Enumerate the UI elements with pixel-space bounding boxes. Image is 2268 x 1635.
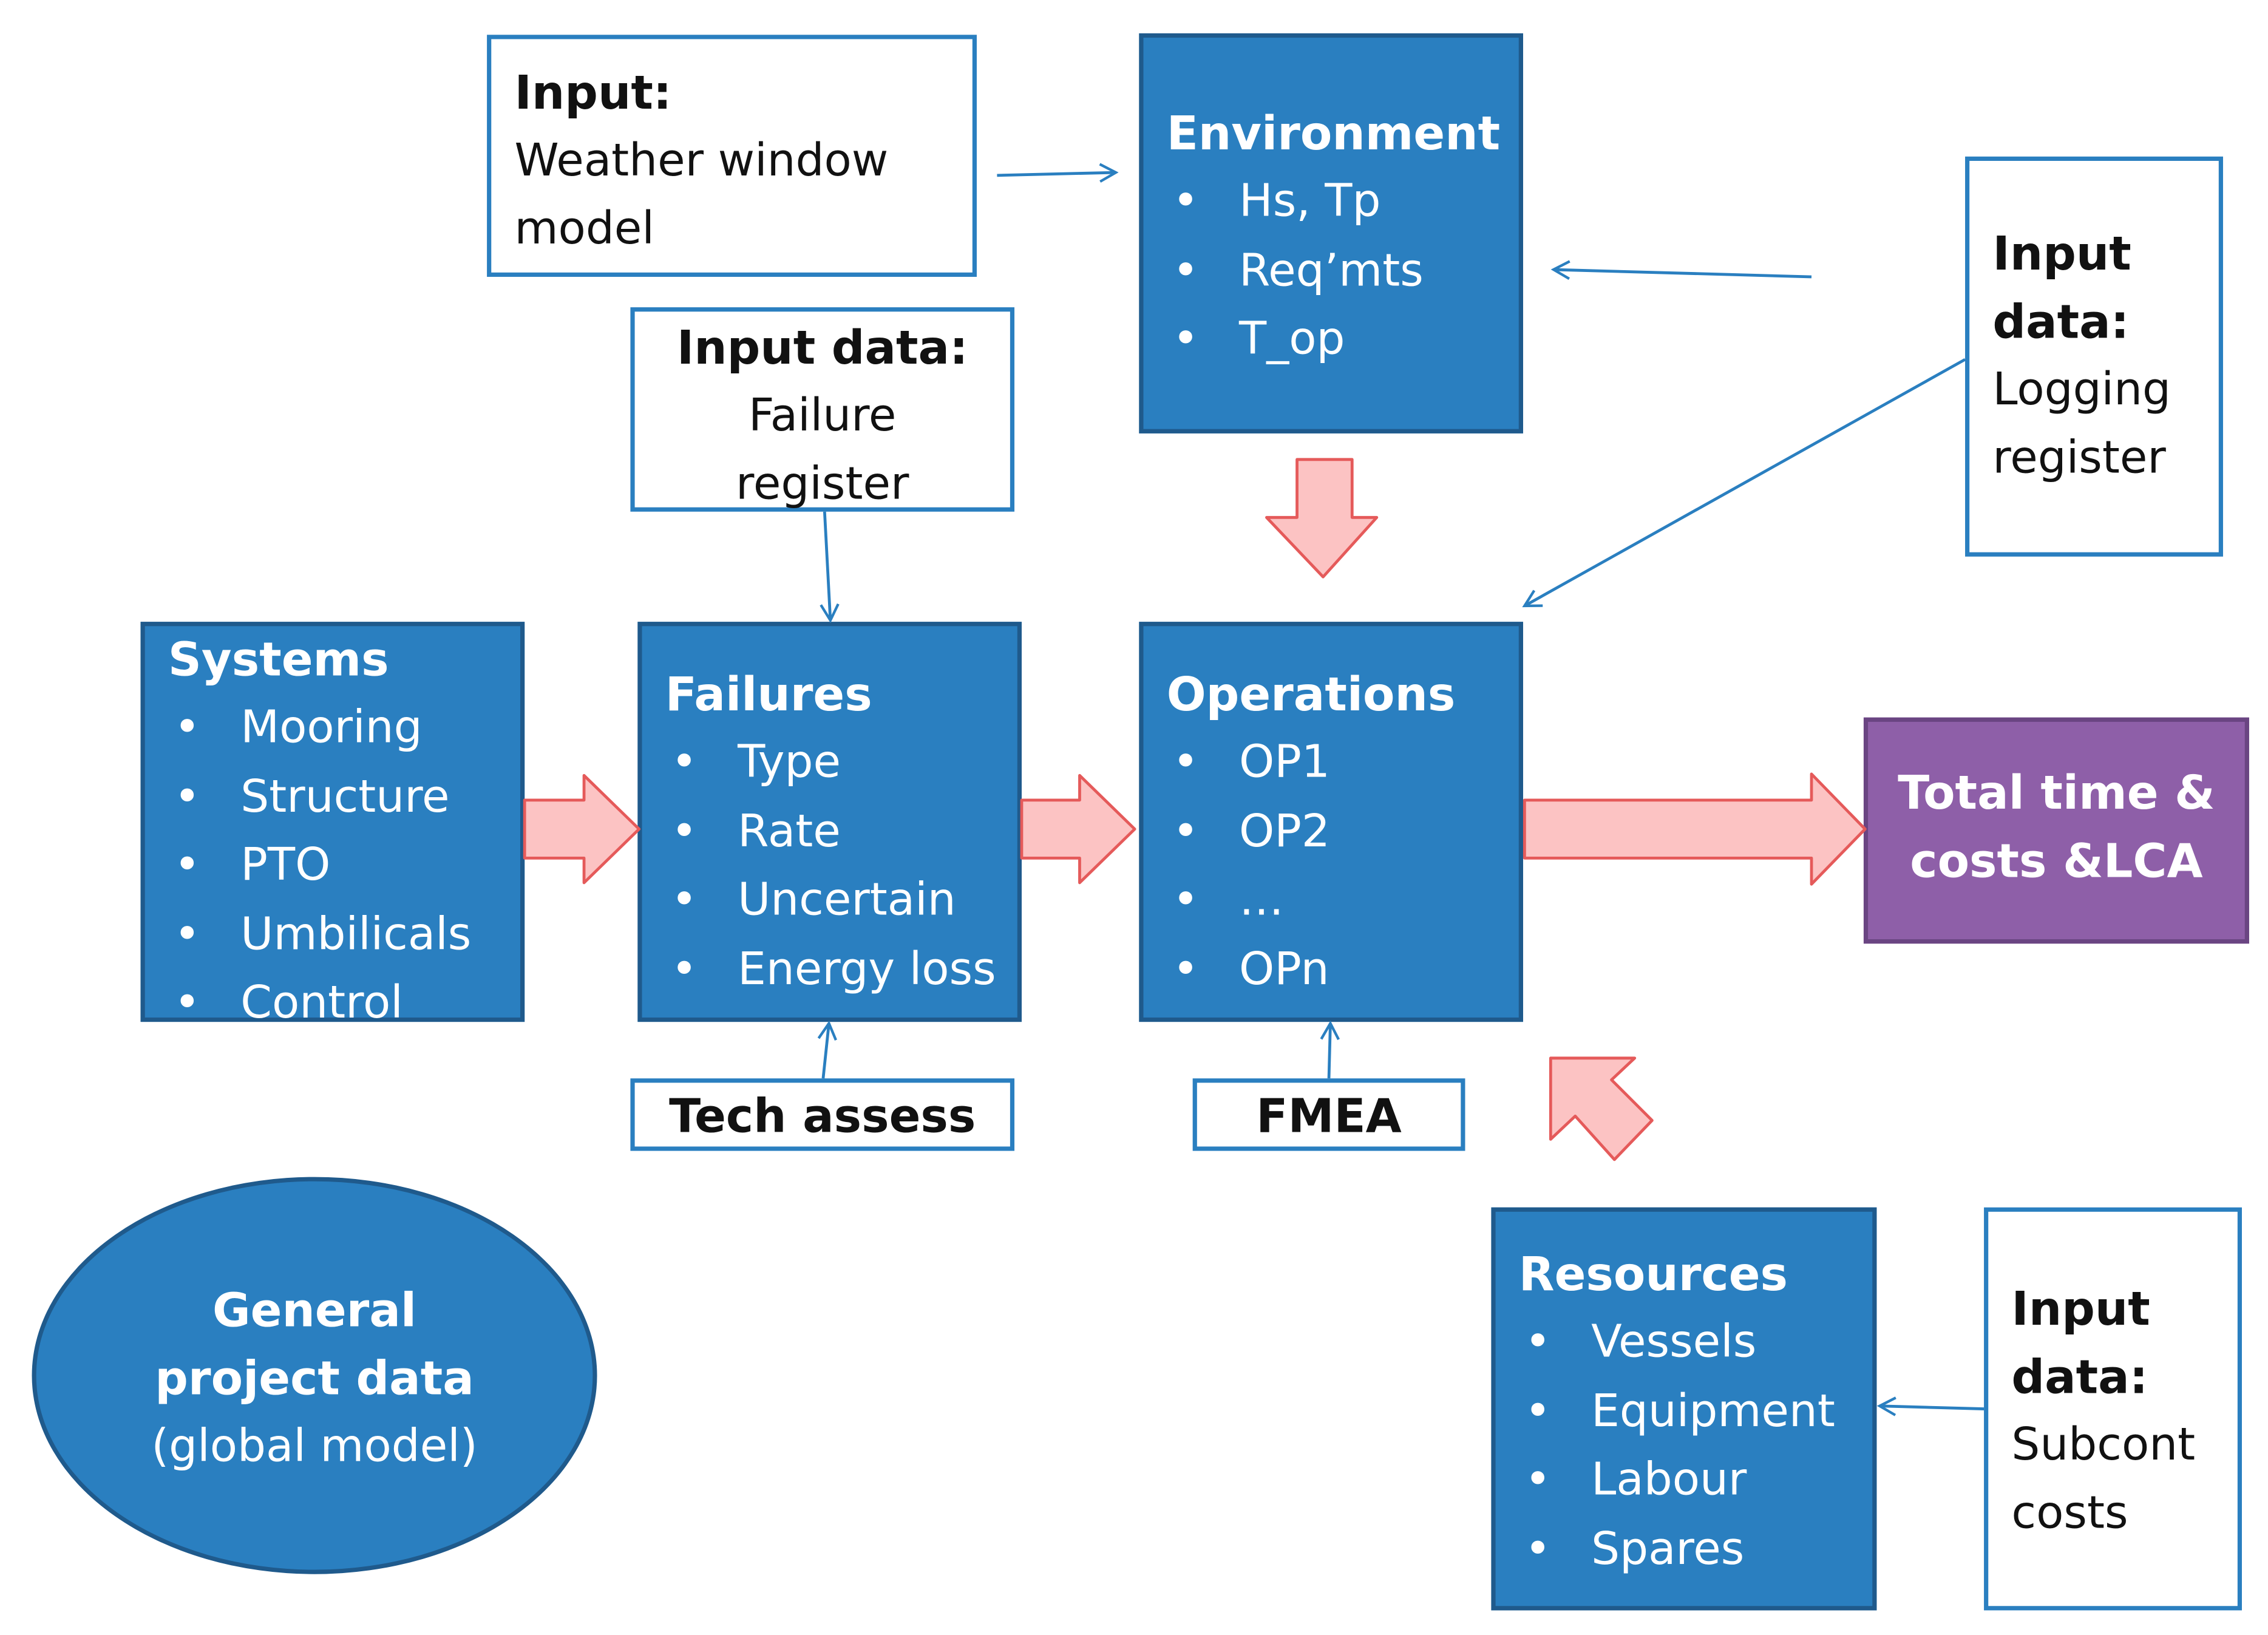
input-logging-line: Logging: [1992, 364, 2171, 416]
list-item: Spares: [1519, 1515, 1872, 1584]
input-subcont-title: data:: [2011, 1349, 2148, 1405]
operations-title: Operations: [1166, 667, 1456, 722]
input-subcont-line: costs: [2011, 1487, 2128, 1540]
tech-assess-label: Tech assess: [669, 1088, 976, 1144]
resources-list: Vessels Equipment Labour Spares: [1519, 1309, 1872, 1585]
resources-box: Resources Vessels Equipment Labour Spare…: [1491, 1207, 1877, 1611]
general-sub: (global model): [151, 1420, 478, 1473]
input-subcont-line: Subcont: [2011, 1419, 2196, 1472]
input-failure-box: Input data: Failure register: [630, 307, 1015, 512]
input-failure-line: register: [736, 458, 909, 511]
list-item: OP2: [1167, 798, 1519, 866]
input-subcont-box: Input data: Subcont costs: [1984, 1207, 2242, 1611]
input-weather-title: Input:: [514, 65, 672, 121]
resources-title: Resources: [1518, 1246, 1788, 1302]
input-weather-box: Input: Weather window model: [487, 35, 977, 277]
list-item: Uncertain: [665, 867, 1017, 936]
systems-title: Systems: [168, 631, 389, 687]
list-item: Structure: [168, 763, 520, 832]
list-item: Control: [168, 970, 520, 1038]
list-item: PTO: [168, 832, 520, 900]
systems-list: Mooring Structure PTO Umbilicals Control: [168, 695, 520, 1039]
list-item: Rate: [665, 798, 1017, 866]
block-arrow-systems-to-failures: [523, 773, 641, 885]
systems-box: Systems Mooring Structure PTO Umbilicals…: [140, 622, 525, 1038]
list-item: Type: [665, 729, 1017, 798]
input-subcont-title: Input: [2011, 1281, 2150, 1337]
list-item: Labour: [1519, 1447, 1872, 1515]
failures-list: Type Rate Uncertain Energy loss: [665, 729, 1017, 1005]
list-item: Umbilicals: [168, 901, 520, 970]
input-failure-title: Input data:: [676, 320, 968, 376]
list-item: Vessels: [1519, 1309, 1872, 1378]
tech-assess-box: Tech assess: [630, 1078, 1015, 1151]
environment-list: Hs, Tp Req’mts T_op: [1167, 168, 1519, 375]
list-item: OPn: [1167, 936, 1519, 1004]
input-logging-line: register: [1992, 432, 2166, 484]
input-weather-line: model: [514, 203, 654, 256]
block-arrow-environment-to-operations: [1265, 458, 1379, 579]
list-item: T_op: [1167, 306, 1519, 375]
input-failure-line: Failure: [748, 390, 897, 443]
total-line: costs &LCA: [1910, 833, 2203, 889]
list-item: Mooring: [168, 695, 520, 763]
list-item: OP1: [1167, 729, 1519, 798]
list-item: Hs, Tp: [1167, 168, 1519, 237]
block-arrow-failures-to-operations: [1020, 773, 1136, 885]
list-item: …: [1167, 867, 1519, 936]
arrow-subcont-to-resources: [1876, 1396, 1984, 1416]
input-weather-line: Weather window: [514, 135, 889, 187]
failures-title: Failures: [665, 667, 872, 722]
input-logging-title: Input: [1992, 226, 2131, 282]
arrow-logging-to-environment: [1550, 260, 1812, 280]
block-arrow-operations-to-total: [1523, 772, 1867, 886]
arrow-fmea-to-operations: [1320, 1021, 1340, 1079]
fmea-box: FMEA: [1192, 1078, 1465, 1151]
operations-box: Operations OP1 OP2 … OPn: [1139, 622, 1523, 1022]
operations-list: OP1 OP2 … OPn: [1167, 729, 1519, 1005]
arrow-failure-register-to-failures: [820, 511, 840, 624]
total-line: Total time &: [1898, 765, 2215, 821]
list-item: Req’mts: [1167, 237, 1519, 305]
total-box: Total time & costs &LCA: [1863, 717, 2249, 944]
arrow-tech-assess-to-failures: [817, 1021, 837, 1079]
failures-box: Failures Type Rate Uncertain Energy loss: [637, 622, 1022, 1022]
environment-title: Environment: [1166, 106, 1501, 161]
general-line: project data: [155, 1351, 474, 1406]
environment-box: Environment Hs, Tp Req’mts T_op: [1139, 33, 1523, 433]
arrow-weather-to-environment: [997, 163, 1119, 183]
list-item: Energy loss: [665, 936, 1017, 1004]
arrow-logging-to-operations: [1522, 358, 1966, 608]
general-project-data-ellipse: General project data (global model): [32, 1177, 597, 1574]
list-item: Equipment: [1519, 1378, 1872, 1446]
input-logging-title: data:: [1992, 294, 2130, 350]
general-line: General: [212, 1282, 417, 1338]
input-logging-box: Input data: Logging register: [1965, 156, 2223, 557]
block-arrow-resources-to-operations: [1549, 1056, 1654, 1161]
fmea-label: FMEA: [1256, 1088, 1402, 1144]
